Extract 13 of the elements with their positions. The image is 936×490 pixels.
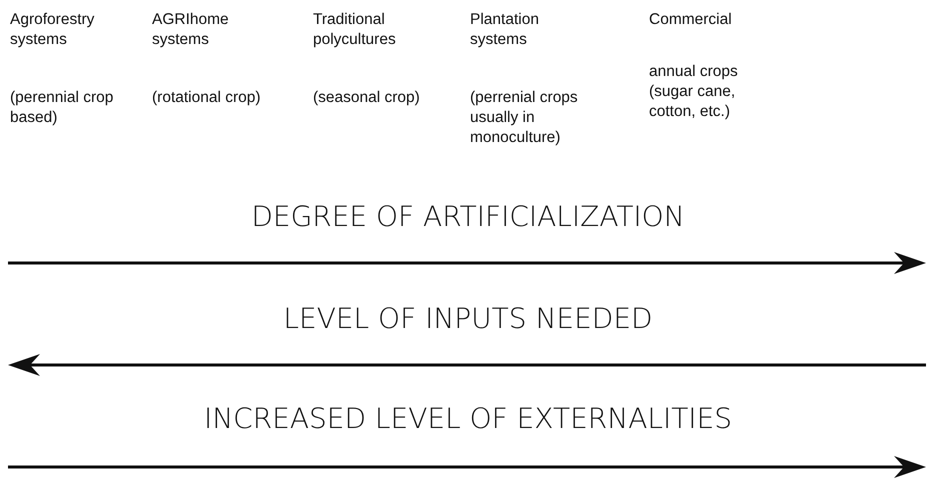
system-name: Commercial: [649, 10, 733, 30]
axis-title: DEGREE OF ARTIFICIALIZATION: [250, 200, 686, 234]
system-name: AGRIhome systems: [152, 10, 230, 50]
system-name: Agroforestry systems: [10, 10, 96, 50]
system-description: (perennial crop based): [10, 88, 114, 128]
system-description: (seasonal crop): [313, 88, 421, 108]
axis-title: LEVEL OF INPUTS NEEDED: [282, 302, 654, 336]
system-description: annual crops (sugar cane, cotton, etc.): [649, 62, 739, 122]
system-name: Plantation systems: [470, 10, 540, 50]
system-description: (rotational crop): [152, 88, 262, 108]
system-name: Traditional polycultures: [313, 10, 397, 50]
system-description: (perrenial crops usually in monoculture): [470, 88, 579, 148]
axis-title: INCREASED LEVEL OF EXTERNALITIES: [202, 402, 734, 436]
